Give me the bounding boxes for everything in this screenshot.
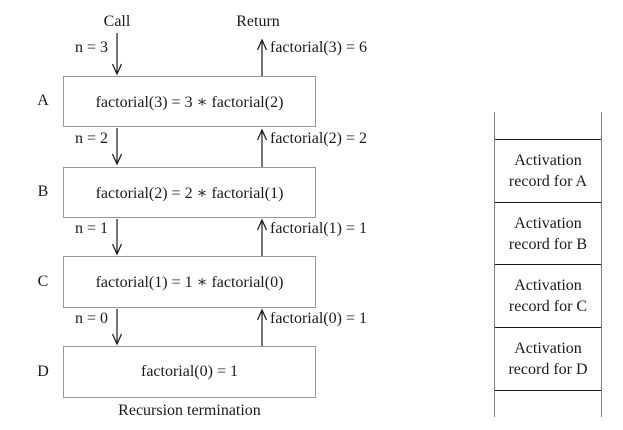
frame-box-c: factorial(1) = 1 ∗ factorial(0) xyxy=(63,256,316,308)
frame-letter-b: B xyxy=(37,183,49,200)
return-value-label-b: factorial(2) = 2 xyxy=(270,130,367,147)
stack-cell-d-line2: record for D xyxy=(508,361,588,378)
frame-box-a: factorial(3) = 3 ∗ factorial(2) xyxy=(63,76,316,127)
return-column-label: Return xyxy=(236,13,280,30)
call-arrow-into-d xyxy=(111,309,123,346)
call-arg-label-c: n = 1 xyxy=(74,220,108,237)
stack-cell-b-line1: Activation xyxy=(514,214,582,232)
stack-cell-c-line1: Activation xyxy=(514,277,582,294)
return-arrow-from-a xyxy=(256,38,268,76)
return-value-label-c: factorial(1) = 1 xyxy=(270,220,367,237)
frame-expression-c: factorial(1) = 1 ∗ factorial(0) xyxy=(95,274,284,291)
frame-expression-a: factorial(3) = 3 ∗ factorial(2) xyxy=(95,93,284,111)
return-arrow-from-b xyxy=(256,128,268,167)
return-value-label-a: factorial(3) = 6 xyxy=(270,39,367,56)
stack-cell-d-line1: Activation xyxy=(514,340,582,357)
frame-letter-a: A xyxy=(37,92,49,109)
stack-cell-a-line1: Activation xyxy=(514,152,582,169)
frame-letter-d: D xyxy=(37,363,49,380)
call-column-label: Call xyxy=(103,13,131,30)
stack-divider xyxy=(495,264,601,265)
stack-divider xyxy=(495,139,601,140)
recursion-termination-caption: Recursion termination xyxy=(118,402,261,419)
stack-cell-d: Activation record for D xyxy=(495,328,601,390)
call-arrow-into-c xyxy=(111,219,123,256)
stack-cell-c: Activation record for C xyxy=(495,265,601,327)
call-arg-label-d: n = 0 xyxy=(74,310,108,327)
stack-divider xyxy=(495,202,601,203)
stack-cell-a: Activation record for A xyxy=(495,140,601,202)
return-value-label-d: factorial(0) = 1 xyxy=(270,310,367,327)
stack-cell-b: Activation record for B xyxy=(495,203,601,264)
call-arg-label-b: n = 2 xyxy=(74,130,108,147)
return-arrow-from-c xyxy=(256,218,268,256)
stack-cell-c-line2: record for C xyxy=(508,298,588,315)
frame-letter-c: C xyxy=(37,273,49,290)
stack-divider xyxy=(495,390,601,391)
return-arrow-from-d xyxy=(256,308,268,346)
call-arrow-into-a xyxy=(111,33,123,76)
stack-divider xyxy=(495,327,601,328)
stack-cell-a-line2: record for A xyxy=(508,173,588,190)
frame-box-b: factorial(2) = 2 ∗ factorial(1) xyxy=(63,167,316,218)
activation-record-stack: Activation record for A Activation recor… xyxy=(494,112,602,417)
call-arrow-into-b xyxy=(111,128,123,166)
frame-box-d: factorial(0) = 1 xyxy=(63,346,316,398)
call-arg-label-a: n = 3 xyxy=(74,39,108,56)
frame-expression-b: factorial(2) = 2 ∗ factorial(1) xyxy=(95,184,284,202)
stack-cell-b-line2: record for B xyxy=(508,235,588,253)
frame-expression-d: factorial(0) = 1 xyxy=(141,363,238,380)
